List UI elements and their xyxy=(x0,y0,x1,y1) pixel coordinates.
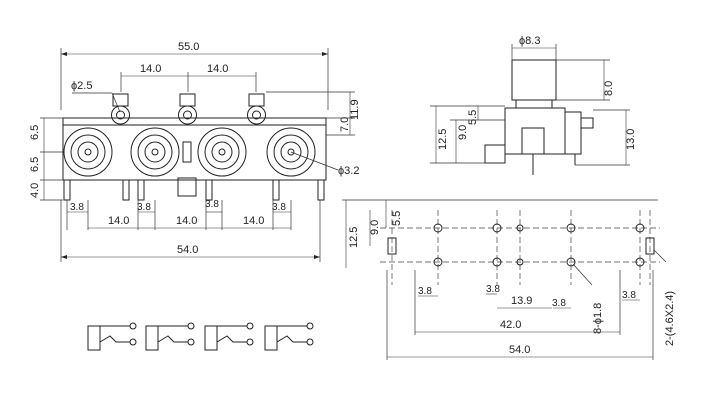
dim-55-0: 55.0 xyxy=(178,41,199,53)
dim-3-8-foot-c: 3.8 xyxy=(552,298,566,309)
holes xyxy=(433,223,645,267)
dim-phi-2-5: ϕ2.5 xyxy=(71,80,92,92)
jack-symbol-1 xyxy=(87,322,137,351)
dim-14-0-top-right: 14.0 xyxy=(207,63,228,75)
ground-lug-1 xyxy=(111,93,130,125)
dim-42-0: 42.0 xyxy=(500,319,521,331)
dim-pin-3-8-a: 3.8 xyxy=(70,202,84,213)
side-view: ϕ8.3 8.0 13.0 5.5 9.0 12.5 xyxy=(430,35,637,175)
dim-9-0-side: 9.0 xyxy=(457,125,469,140)
dim-12-5-foot: 12.5 xyxy=(348,227,360,248)
jack-symbol-2 xyxy=(145,322,195,351)
slot-right xyxy=(645,237,655,255)
front-view: 55.0 14.0 14.0 ϕ2.5 xyxy=(29,41,361,262)
dim-11-9: 11.9 xyxy=(349,99,361,120)
slot-left xyxy=(387,237,397,255)
dim-14-0-top-left: 14.0 xyxy=(140,63,161,75)
rca-socket-4 xyxy=(266,127,316,177)
dim-pitch-a: 14.0 xyxy=(108,215,129,227)
dim-3-8-foot-a: 3.8 xyxy=(418,286,432,297)
dim-6-5-top: 6.5 xyxy=(29,125,41,140)
dim-pitch-b: 14.0 xyxy=(176,215,197,227)
rca-socket-1 xyxy=(63,127,113,177)
dim-holes-8-phi-1-8: 8-ϕ1.8 xyxy=(592,303,604,334)
dim-13-0: 13.0 xyxy=(625,129,637,150)
dim-4-0: 4.0 xyxy=(29,183,41,198)
dim-5-5-side: 5.5 xyxy=(467,110,479,125)
dim-pitch-c: 14.0 xyxy=(243,215,264,227)
dim-9-0-foot: 9.0 xyxy=(369,220,381,235)
dim-phi-3-2: ϕ3.2 xyxy=(338,165,359,177)
dim-phi-8-3: ϕ8.3 xyxy=(519,35,540,47)
dim-54-0-foot: 54.0 xyxy=(509,344,530,356)
ground-lug-3 xyxy=(247,93,266,125)
dim-3-8-foot-d: 3.8 xyxy=(622,290,636,301)
dim-5-5-foot: 5.5 xyxy=(391,211,403,226)
dim-12-5-side: 12.5 xyxy=(437,129,449,150)
jack-body xyxy=(62,117,327,181)
dim-6-5-mid: 6.5 xyxy=(29,157,41,172)
dim-7-0: 7.0 xyxy=(339,117,351,132)
pcb-footprint: 12.5 9.0 5.5 3.8 3.8 3.8 3.8 13.9 8-ϕ1.8… xyxy=(342,199,676,360)
ground-lug-2 xyxy=(178,93,197,125)
dim-54-0-front: 54.0 xyxy=(177,244,198,256)
jack-symbol-3 xyxy=(204,322,254,351)
dim-slots: 2-(4.6X2.4) xyxy=(664,291,676,346)
dim-3-8-foot-b: 3.8 xyxy=(486,284,500,295)
schematic-symbols xyxy=(87,322,314,351)
dim-8-0: 8.0 xyxy=(603,81,615,96)
dim-13-9: 13.9 xyxy=(511,295,532,307)
dim-pin-3-8-c: 3.8 xyxy=(205,199,219,210)
jack-symbol-4 xyxy=(264,322,314,351)
dim-pin-3-8-b: 3.8 xyxy=(137,202,151,213)
rca-socket-3 xyxy=(197,127,247,177)
pins xyxy=(63,179,325,201)
dim-pin-3-8-d: 3.8 xyxy=(272,202,286,213)
rca-socket-2 xyxy=(130,127,180,177)
